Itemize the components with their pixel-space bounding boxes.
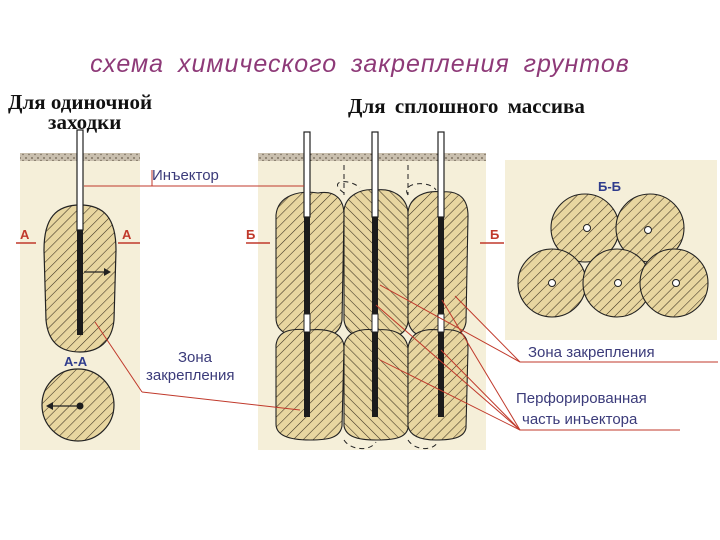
single-injector-perforated bbox=[77, 230, 83, 335]
mass-injector-3-perforated-lower bbox=[438, 332, 444, 417]
mass-injector-1-perforated bbox=[304, 217, 310, 314]
section-bb-injector-1 bbox=[583, 224, 591, 232]
section-mark-a-left: А bbox=[20, 227, 30, 242]
diagram-title: схема химического закрепления грунтов bbox=[90, 50, 630, 78]
section-mark-a-right: А bbox=[122, 227, 132, 242]
section-bb-injector-2 bbox=[644, 226, 652, 234]
mass-injector-2-perforated-lower bbox=[372, 332, 378, 417]
section-bb-injector-4 bbox=[614, 279, 622, 287]
single-pass-heading-line2: заходки bbox=[48, 110, 122, 134]
perforated-label-line2: часть инъектора bbox=[522, 411, 638, 428]
continuous-mass-heading: Для сплошного массива bbox=[348, 94, 585, 118]
single-injector-pipe bbox=[76, 129, 84, 231]
section-aa-injector bbox=[76, 402, 84, 410]
section-mark-b-left: Б bbox=[246, 227, 255, 242]
mass-injector-2-perforated bbox=[372, 217, 378, 314]
section-mark-b-right: Б bbox=[490, 227, 499, 242]
mass-injector-3-perforated bbox=[438, 217, 444, 314]
zone-label-line2: закрепления bbox=[146, 367, 234, 384]
injector-label: Инъектор bbox=[152, 167, 219, 184]
zone-label-line1: Зона bbox=[178, 349, 213, 366]
section-aa-label: А-А bbox=[64, 354, 88, 369]
section-bb-label: Б-Б bbox=[598, 179, 621, 194]
mass-injector-1-pipe bbox=[303, 131, 311, 218]
mass-injector-2-pipe bbox=[371, 131, 379, 218]
section-bb-injector-5 bbox=[672, 279, 680, 287]
mass-injector-3-pipe bbox=[437, 131, 445, 218]
perforated-label-line1: Перфорированная bbox=[516, 390, 647, 407]
mass-injector-1-perforated-lower bbox=[304, 332, 310, 417]
single-pass-heading-line1: Для одиночной bbox=[8, 90, 153, 114]
section-bb-injector-3 bbox=[548, 279, 556, 287]
zone-right-label: Зона закрепления bbox=[528, 344, 655, 361]
